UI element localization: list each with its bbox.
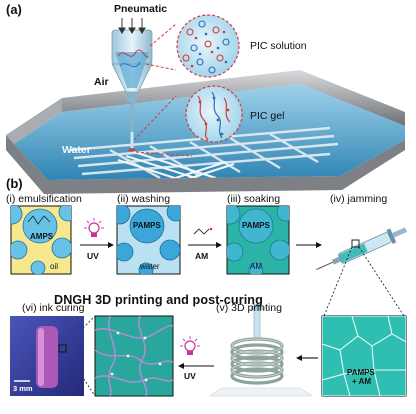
- pneumatic-label: Pneumatic: [114, 3, 168, 15]
- am-molecule-icon: [193, 227, 213, 235]
- syringe-icon: [316, 227, 408, 270]
- cured-ink-photo: [10, 316, 84, 396]
- pamps-am-label-2: + AM: [352, 377, 372, 386]
- zoom-connectors: [133, 23, 193, 157]
- pool-back-wall: [62, 70, 405, 126]
- uv-lamp-icon: [180, 336, 200, 355]
- pool-left-wall: [6, 98, 62, 144]
- pic-solution-zoom: [176, 14, 240, 78]
- zoom-lines-iv: [323, 246, 405, 317]
- oil-label: oil: [50, 262, 59, 271]
- box-emulsification: [10, 205, 72, 275]
- step-emulsification: (i) emulsification: [6, 193, 82, 205]
- pamps-label-iii: PAMPS: [242, 221, 270, 230]
- uv-label-1: UV: [87, 251, 99, 261]
- air-label: Air: [94, 76, 109, 88]
- step-jamming: (iv) jamming: [330, 193, 388, 205]
- uv-label-2: UV: [184, 371, 196, 381]
- arrow-iii-to-iv: [296, 242, 322, 248]
- pamps-label-ii: PAMPS: [133, 221, 161, 230]
- step-washing: (ii) washing: [117, 193, 171, 205]
- water-label: Water: [62, 144, 91, 156]
- step-soaking: (iii) soaking: [227, 193, 281, 205]
- pressure-arrows: [118, 18, 146, 34]
- step-printing: (v) 3D printing: [216, 302, 282, 314]
- pic-gel-label: PIC gel: [250, 110, 285, 122]
- box-jammed: [321, 315, 407, 397]
- magnifier-icon: [351, 239, 360, 248]
- box-cured: [94, 315, 174, 397]
- pic-gel-zoom: [185, 85, 243, 143]
- uv-lamp-icon: [84, 218, 104, 237]
- am-box-label: AM: [250, 262, 262, 271]
- dngh-heading: DNGH 3D printing and post-curing: [54, 293, 263, 307]
- printed-lattice: [69, 126, 339, 180]
- pic-solution-label: PIC solution: [250, 40, 307, 52]
- printed-coil: [209, 304, 313, 397]
- arrow-iv-to-v: [296, 355, 318, 361]
- arrow-i-to-ii: [80, 242, 114, 248]
- panel-b: [10, 205, 408, 397]
- pamps-am-label-1: PAMPS: [347, 368, 375, 377]
- am-arrow-label: AM: [195, 251, 209, 261]
- step-curing: (vi) ink curing: [22, 302, 85, 314]
- panel-b-tag: (b): [6, 176, 23, 191]
- box-soaking: [226, 205, 290, 275]
- water-box-label: water: [140, 262, 160, 271]
- arrow-ii-to-iii: [188, 242, 222, 248]
- panel-a-tag: (a): [6, 2, 22, 17]
- panel-a: [6, 14, 405, 194]
- nozzle-icon: [111, 29, 153, 152]
- amps-label: AMPS: [30, 232, 54, 241]
- box-washing: [116, 205, 181, 275]
- arrow-v-to-vi: [178, 363, 214, 369]
- scale-bar-label: 3 mm: [13, 384, 33, 393]
- pool-front-edge: [6, 135, 405, 194]
